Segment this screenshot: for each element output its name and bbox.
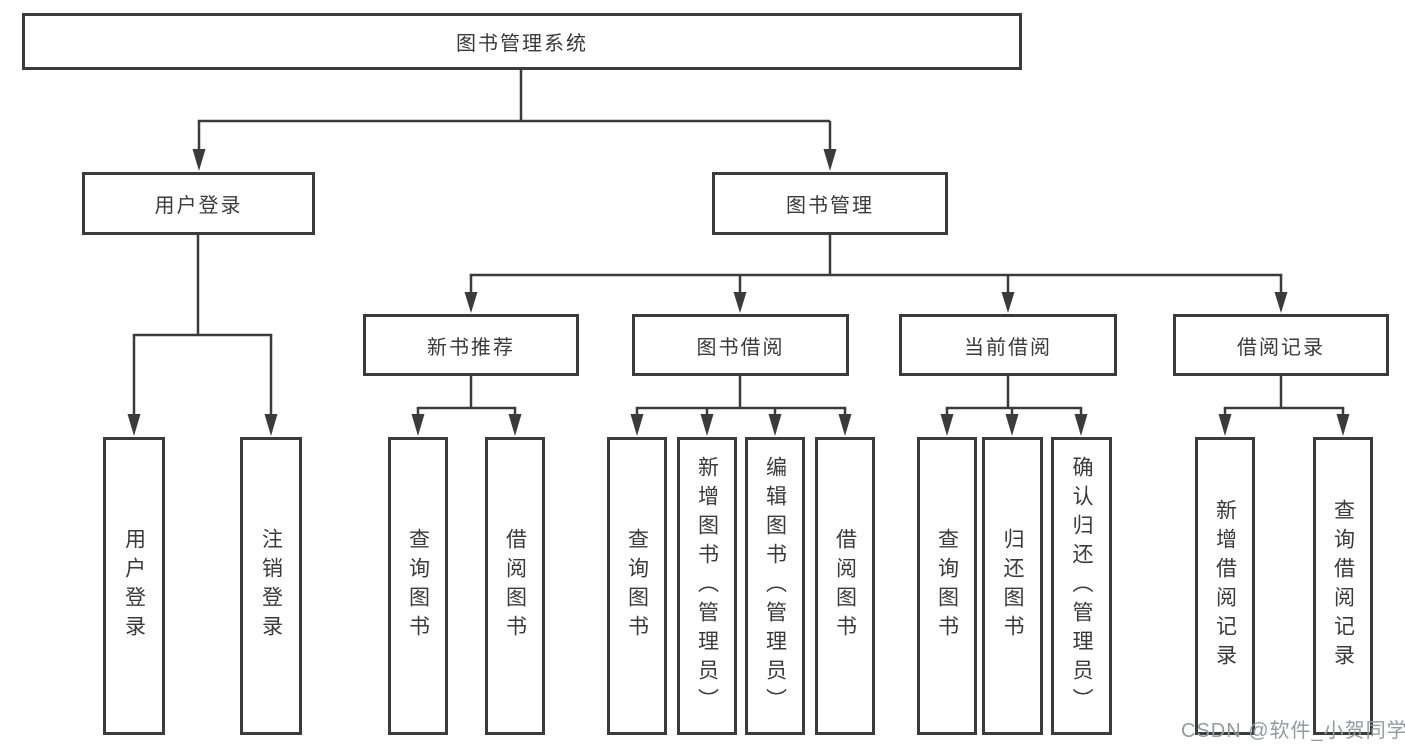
node-book-management: 图书管理 (712, 172, 948, 235)
leaf-user-login-label: 用户登录 (122, 528, 146, 644)
leaf-return-books-label: 归还图书 (1001, 528, 1024, 644)
leaf-borrow-books: 借阅图书 (815, 437, 875, 735)
leaf-edit-books-admin: 编辑图书（管理员） (745, 437, 805, 735)
leaf-query-books-current: 查询图书 (917, 437, 977, 735)
node-new-book-recommend-label: 新书推荐 (427, 336, 515, 359)
leaf-borrow-books-label: 借阅图书 (833, 528, 857, 644)
leaf-user-login: 用户登录 (103, 437, 165, 735)
leaf-confirm-return-admin-label: 确认归还（管理员） (1070, 455, 1093, 717)
leaf-query-borrow-record-label: 查询借阅记录 (1331, 499, 1355, 673)
node-user-login-label: 用户登录 (154, 195, 243, 217)
node-current-borrowing-label: 当前借阅 (964, 336, 1052, 359)
node-current-borrowing: 当前借阅 (899, 314, 1117, 376)
node-user-login: 用户登录 (82, 172, 315, 235)
leaf-logout: 注销登录 (240, 437, 302, 735)
node-root-library-system: 图书管理系统 (22, 13, 1022, 70)
node-new-book-recommend: 新书推荐 (363, 314, 579, 376)
node-borrowing-records-label: 借阅记录 (1237, 336, 1325, 359)
node-root-label: 图书管理系统 (456, 33, 588, 55)
csdn-watermark: CSDN @软件_小贺同学 (1181, 720, 1405, 742)
leaf-query-books-recommend-label: 查询图书 (406, 528, 430, 644)
node-book-borrowing-label: 图书借阅 (696, 336, 785, 359)
leaf-query-books-current-label: 查询图书 (935, 528, 959, 644)
leaf-logout-label: 注销登录 (259, 528, 283, 644)
leaf-confirm-return-admin: 确认归还（管理员） (1051, 437, 1112, 735)
leaf-query-books-recommend: 查询图书 (388, 437, 448, 735)
leaf-edit-books-admin-label: 编辑图书（管理员） (763, 455, 787, 717)
leaf-query-books-borrowing-label: 查询图书 (625, 528, 649, 644)
leaf-add-borrow-record-label: 新增借阅记录 (1213, 499, 1237, 673)
node-book-borrowing: 图书借阅 (632, 314, 849, 376)
leaf-borrow-books-recommend: 借阅图书 (485, 437, 545, 735)
node-borrowing-records: 借阅记录 (1173, 314, 1389, 376)
leaf-borrow-books-recommend-label: 借阅图书 (503, 528, 527, 644)
leaf-query-books-borrowing: 查询图书 (607, 437, 667, 735)
leaf-add-books-admin: 新增图书（管理员） (677, 437, 737, 735)
leaf-return-books: 归还图书 (982, 437, 1043, 735)
leaf-add-books-admin-label: 新增图书（管理员） (695, 455, 719, 717)
leaf-query-borrow-record: 查询借阅记录 (1313, 437, 1373, 735)
node-book-management-label: 图书管理 (786, 195, 874, 217)
leaf-add-borrow-record: 新增借阅记录 (1195, 437, 1255, 735)
